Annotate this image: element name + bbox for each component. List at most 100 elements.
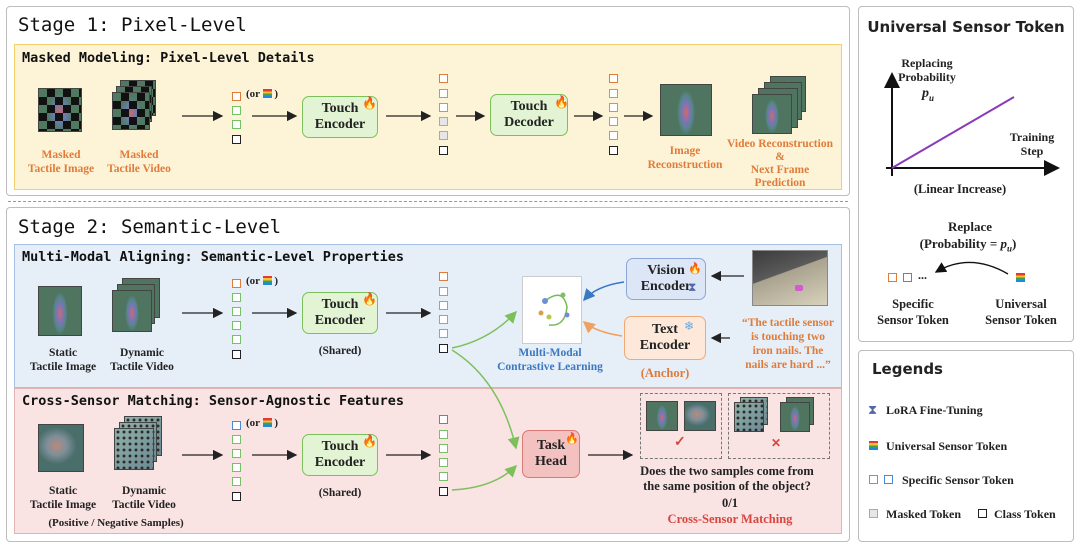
embedding-space-icon <box>538 292 570 326</box>
check-icon: ✓ <box>674 435 686 450</box>
matching-result-label: Cross-Sensor Matching <box>667 512 793 526</box>
specific-token <box>869 475 878 484</box>
patch-token <box>232 435 241 444</box>
replace-label: Replace <box>947 219 993 234</box>
class-token-output <box>439 344 448 353</box>
dynamic-tactile-video-label: Dynamic Tactile Video <box>112 485 176 511</box>
patch-token <box>609 103 618 112</box>
stage-separator <box>8 201 848 202</box>
vision-encoder: Vision Encoder <box>626 258 706 300</box>
specific-token <box>232 279 241 288</box>
class-token <box>609 146 618 155</box>
negative-pair-box <box>728 393 830 459</box>
patch-token <box>439 329 448 338</box>
fire-icon: 🔥 <box>362 96 377 110</box>
specific-token-blue <box>903 273 912 282</box>
rainbow-token-icon <box>262 276 272 285</box>
y-axis-label: Replacing Probability <box>898 56 956 84</box>
ellipsis: ... <box>918 268 927 282</box>
masked-tactile-video-label: Masked Tactile Video <box>107 149 171 175</box>
patch-token <box>439 103 448 112</box>
hourglass-icon: ⧗ <box>688 280 697 294</box>
masked-tactile-image <box>38 88 82 132</box>
patch-token <box>439 472 448 481</box>
probability-label: (Probability = pu) <box>919 236 1017 254</box>
positive-pair-box <box>640 393 722 459</box>
connector-arrows <box>182 110 744 491</box>
masked-token <box>869 509 878 518</box>
fire-icon: 🔥 <box>565 433 579 445</box>
dynamic-tactile-video-label: Dynamic Tactile Video <box>110 347 174 373</box>
positive-sample-2 <box>684 401 716 431</box>
dynamic-video-frame-1 <box>114 428 154 470</box>
text-caption: “The tactile sensor is touching two iron… <box>742 317 834 371</box>
class-token-output <box>439 487 448 496</box>
specific-token <box>439 74 448 83</box>
specific-token-blue <box>439 415 448 424</box>
video-reconstruction-label: Video Reconstruction & Next Frame Predic… <box>727 138 833 189</box>
cross-sensor-title: Cross-Sensor Matching: Sensor-Agnostic F… <box>22 393 405 409</box>
pu-symbol: pu <box>922 86 935 103</box>
legend-masked-token: Masked Token <box>886 507 962 521</box>
masked-tactile-image-label: Masked Tactile Image <box>27 149 95 175</box>
static-tactile-image-label: Static Tactile Image <box>29 485 97 511</box>
multimodal-aligning-title: Multi-Modal Aligning: Semantic-Level Pro… <box>22 249 405 265</box>
or-universal-note: (or ) <box>246 275 279 287</box>
sensor-light <box>795 285 803 291</box>
contrastive-space <box>522 276 582 344</box>
universal-sensor-token-label: Universal Sensor Token <box>985 297 1057 327</box>
class-token <box>978 509 987 518</box>
rainbow-token-icon <box>1016 273 1025 282</box>
touch-encoder-stage1: Touch Encoder <box>302 96 378 138</box>
patch-token <box>232 321 241 330</box>
legend-universal-token: Universal Sensor Token <box>886 439 1008 453</box>
or-universal-note: (or ) <box>246 417 279 429</box>
linear-increase-caption: (Linear Increase) <box>913 182 1007 196</box>
matching-answer: 0/1 <box>722 496 738 510</box>
cross-icon: ✕ <box>771 436 782 450</box>
rainbow-token-icon <box>869 441 878 450</box>
legend-class-token: Class Token <box>994 507 1056 521</box>
patch-token <box>609 131 618 140</box>
samples-note: (Positive / Negative Samples) <box>48 517 184 529</box>
fire-icon: 🔥 <box>554 95 569 109</box>
static-tactile-image-match <box>38 424 84 472</box>
patch-token <box>439 301 448 310</box>
vision-sample-photo <box>752 250 828 306</box>
dynamic-video-frame-1 <box>112 290 152 332</box>
ust-plot <box>884 72 1060 176</box>
patch-token <box>232 120 241 129</box>
stage2-title: Stage 2: Semantic-Level <box>18 216 282 238</box>
static-tactile-image <box>38 286 82 336</box>
masked-modeling-title: Masked Modeling: Pixel-Level Details <box>22 50 315 66</box>
rainbow-token-icon <box>262 89 272 98</box>
negative-sample-frame-3 <box>780 402 810 432</box>
shared-label: (Shared) <box>318 345 362 357</box>
fire-icon: 🔥 <box>362 292 377 306</box>
or-universal-note: (or ) <box>246 88 279 100</box>
x-axis-label: Training Step <box>1009 130 1055 158</box>
ust-title: Universal Sensor Token <box>867 18 1065 36</box>
patch-token <box>232 293 241 302</box>
patch-token <box>232 307 241 316</box>
masked-token <box>439 131 448 140</box>
patch-token <box>439 89 448 98</box>
legends-title: Legends <box>872 360 943 378</box>
specific-sensor-token-label: Specific Sensor Token <box>877 297 949 327</box>
stage1-title: Stage 1: Pixel-Level <box>18 14 247 36</box>
masked-video-frame-1 <box>112 92 150 130</box>
video-frame-1 <box>752 94 792 134</box>
patch-token <box>609 89 618 98</box>
touch-encoder-matching: Touch Encoder <box>302 434 378 476</box>
class-token <box>232 135 241 144</box>
ust-panel <box>858 6 1074 342</box>
patch-token <box>609 117 618 126</box>
class-token <box>232 492 241 501</box>
patch-token <box>232 463 241 472</box>
patch-token <box>232 335 241 344</box>
class-token <box>439 146 448 155</box>
positive-sample-1 <box>646 401 678 431</box>
snowflake-icon: ❄ <box>684 319 695 333</box>
contrastive-learning-label: Multi-Modal Contrastive Learning <box>497 347 603 373</box>
specific-token-blue <box>232 421 241 430</box>
